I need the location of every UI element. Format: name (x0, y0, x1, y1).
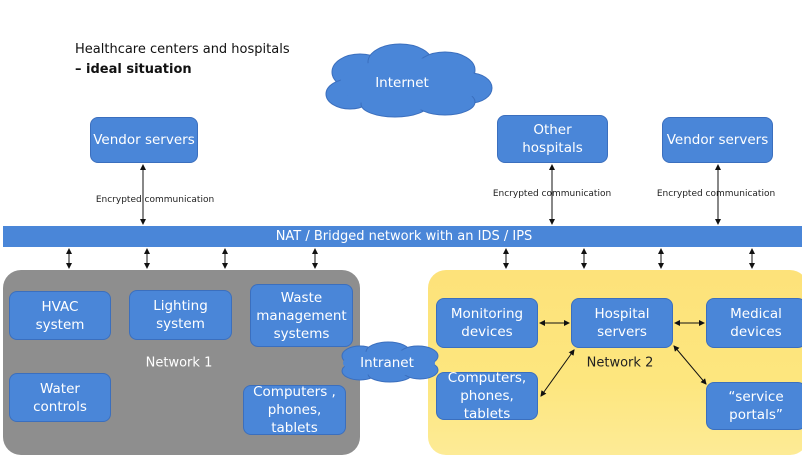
other-hospitals: Other hospitals (497, 115, 608, 163)
network-2-label: Network 2 (586, 355, 654, 371)
computers-phones-tablets-network1: Computers , phones, tablets (243, 384, 346, 436)
nat-bridged-network-bar: NAT / Bridged network with an IDS / IPS (3, 226, 802, 247)
waste-management-systems: Waste management systems (250, 284, 353, 347)
internet-cloud-icon (325, 43, 493, 118)
monitoring-devices: Monitoring devices (436, 298, 538, 348)
intranet-cloud-icon (341, 341, 439, 383)
arrow-hospital-portals (673, 345, 707, 385)
hospital-servers: Hospital servers (571, 298, 673, 348)
hvac-system: HVAC system (9, 291, 111, 340)
diagram-title: Healthcare centers and hospitals – ideal… (75, 40, 290, 80)
internet-label: Internet (375, 75, 429, 91)
arrow-computers-hospital (540, 349, 575, 397)
encrypted-label-right: Encrypted communication (656, 189, 776, 199)
title-line2: – ideal situation (75, 62, 192, 77)
water-controls: Water controls (9, 373, 111, 422)
title-line1: Healthcare centers and hospitals (75, 42, 290, 57)
vendor-servers-left: Vendor servers (90, 117, 198, 163)
lighting-system: Lighting system (129, 290, 232, 340)
encrypted-label-left: Encrypted communication (95, 195, 215, 205)
network-1-label: Network 1 (145, 355, 213, 371)
intranet-label: Intranet (360, 355, 414, 371)
medical-devices: Medical devices (706, 298, 802, 348)
vendor-servers-right: Vendor servers (662, 117, 773, 163)
computers-phones-tablets-network2: Computers, phones, tablets (436, 370, 538, 422)
service-portals: “service portals” (706, 382, 802, 430)
encrypted-label-middle: Encrypted communication (492, 189, 612, 199)
